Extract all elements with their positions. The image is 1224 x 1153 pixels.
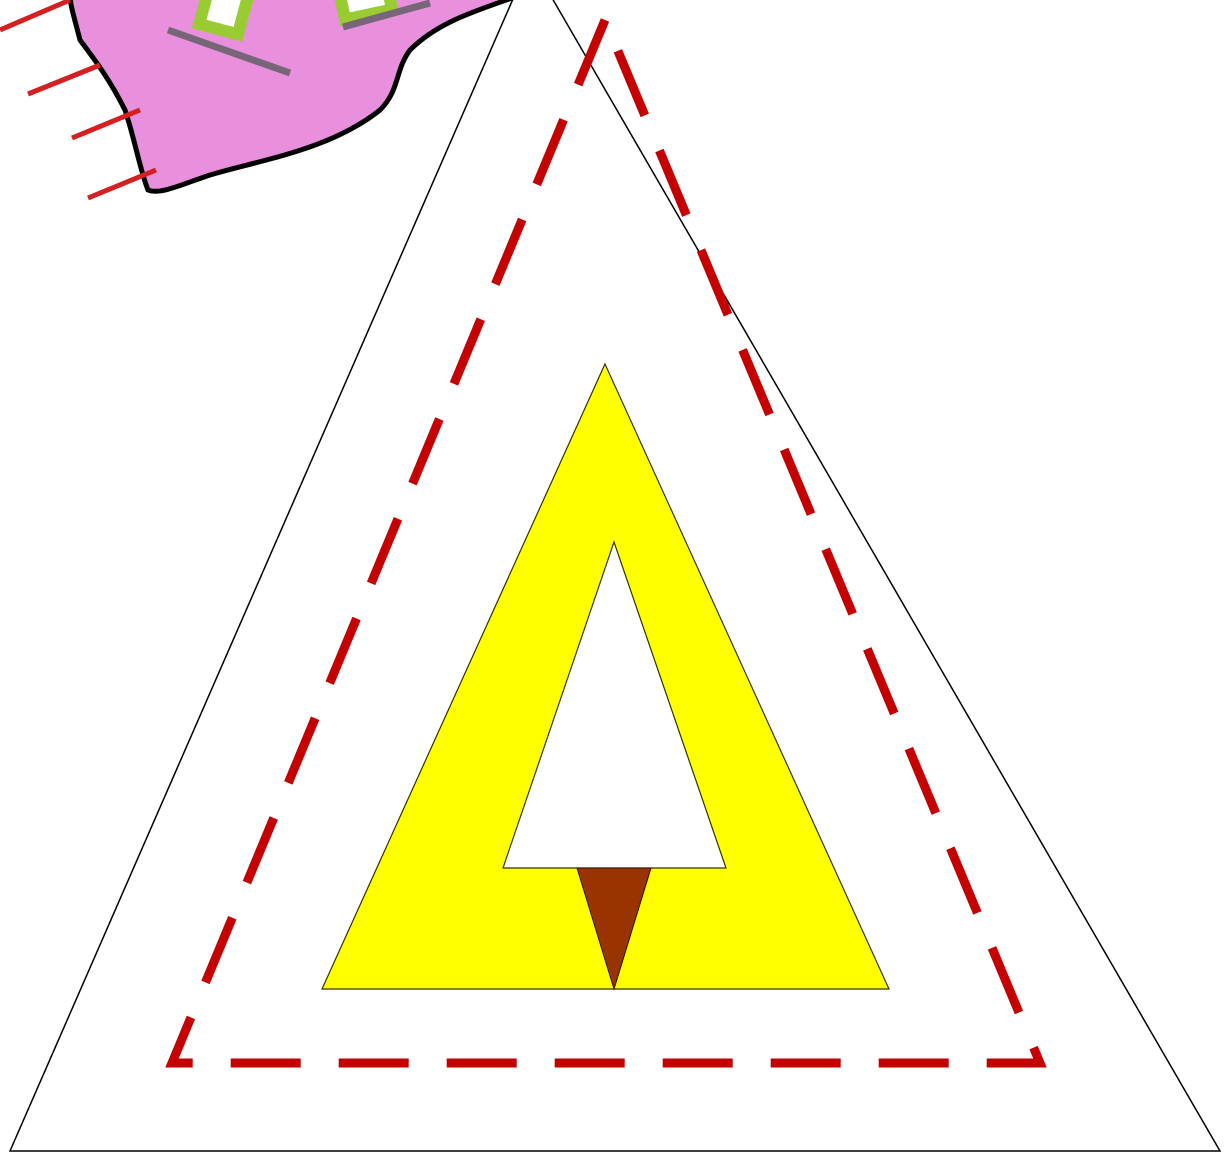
window-icon [199, 0, 251, 34]
